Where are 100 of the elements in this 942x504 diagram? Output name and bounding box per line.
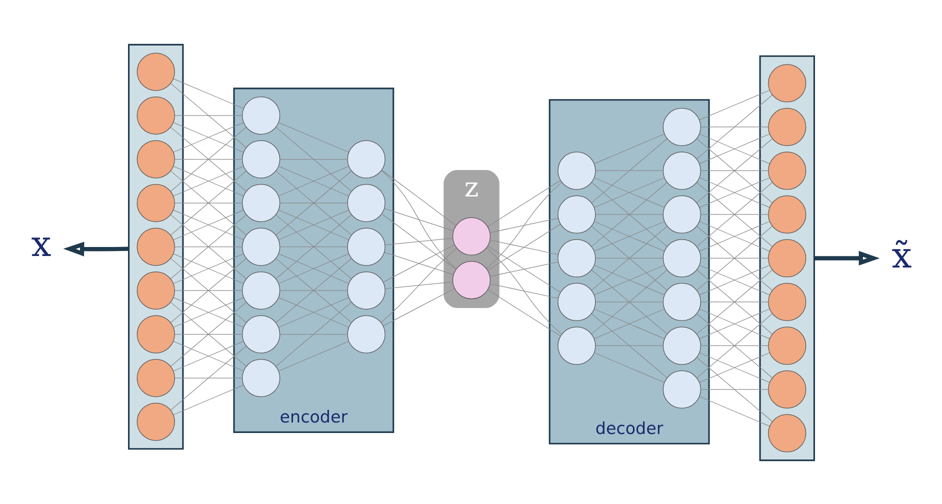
- arrow: [814, 250, 880, 266]
- node-circle: [662, 370, 700, 408]
- connector: [275, 126, 352, 192]
- connector: [698, 133, 770, 164]
- connector: [172, 252, 244, 284]
- connector: [696, 94, 772, 159]
- connector: [278, 296, 349, 328]
- node-circle: [662, 107, 700, 146]
- connector: [275, 170, 352, 235]
- connector: [172, 384, 244, 415]
- node-circle: [136, 96, 174, 134]
- node-circle: [242, 314, 280, 353]
- node-circle: [768, 238, 806, 277]
- connector: [489, 261, 558, 276]
- node-circle: [662, 326, 700, 364]
- connector: [170, 345, 246, 410]
- node-circle: [136, 183, 174, 222]
- connector: [594, 133, 664, 164]
- connector: [172, 340, 244, 371]
- connector: [278, 252, 349, 284]
- connector: [594, 170, 663, 171]
- node-circle: [768, 326, 806, 364]
- connector: [489, 283, 558, 298]
- connector: [590, 312, 667, 378]
- connector: [275, 258, 352, 322]
- connector: [594, 257, 663, 258]
- node-circle: [662, 194, 700, 234]
- connector: [384, 251, 454, 274]
- connector: [170, 82, 246, 148]
- node-circle: [136, 314, 174, 353]
- connector: [174, 377, 242, 378]
- connector: [278, 209, 349, 240]
- connector: [278, 165, 349, 196]
- node-circle: [768, 64, 806, 102]
- node-circle: [242, 183, 280, 222]
- connector: [594, 264, 664, 295]
- connector: [700, 257, 768, 258]
- node-circle: [768, 414, 806, 452]
- connector: [489, 239, 558, 254]
- connector: [698, 352, 770, 382]
- connector: [700, 344, 768, 346]
- connector: [486, 288, 560, 336]
- connector: [696, 269, 772, 334]
- node-circle: [136, 140, 174, 178]
- node-circle: [242, 140, 280, 178]
- node-circle: [346, 227, 385, 266]
- node-circle: [242, 358, 280, 397]
- connector: [594, 220, 664, 252]
- connector: [700, 301, 768, 302]
- node-circle: [136, 402, 174, 440]
- connector: [486, 180, 560, 226]
- connector: [172, 165, 244, 196]
- cluster: [758, 54, 814, 461]
- cluster: encoder: [232, 87, 394, 432]
- connector: [590, 269, 667, 334]
- connector: [174, 333, 242, 334]
- node-circle: [346, 270, 385, 310]
- connector: [594, 308, 664, 339]
- node-circle: [136, 270, 174, 310]
- connector: [594, 344, 663, 346]
- node-text: x̃: [891, 234, 912, 276]
- connector: [698, 308, 770, 339]
- connector: [700, 388, 768, 390]
- connector: [696, 356, 772, 422]
- connector: [380, 247, 457, 322]
- connector: [279, 333, 348, 334]
- connector: [382, 244, 454, 282]
- connector: [486, 181, 562, 268]
- node-circle: [346, 183, 385, 222]
- connector: [594, 301, 663, 302]
- connector: [698, 220, 770, 252]
- connector: [381, 213, 456, 270]
- node-circle: [557, 194, 596, 234]
- node-circle: [136, 52, 174, 90]
- node-circle: [452, 216, 490, 255]
- connector: [698, 89, 770, 120]
- node-circle: [768, 282, 806, 321]
- connector: [174, 246, 242, 247]
- connector: [384, 237, 453, 245]
- node-circle: [136, 227, 174, 266]
- connector: [700, 170, 768, 171]
- connector: [590, 138, 667, 202]
- node-circle: [768, 151, 806, 190]
- connector: [696, 182, 772, 246]
- node-circle: [768, 194, 806, 234]
- connector: [275, 301, 352, 366]
- node-circle: [768, 107, 806, 146]
- connector: [486, 223, 560, 270]
- cluster: [128, 43, 184, 450]
- node-circle: [346, 314, 385, 353]
- node-circle: [557, 238, 596, 277]
- connector: [172, 209, 244, 240]
- node-circle: [557, 282, 596, 321]
- cluster: decoder: [548, 98, 710, 444]
- node-circle: [557, 326, 596, 364]
- connector: [382, 288, 454, 326]
- connector: [172, 296, 244, 328]
- connector: [486, 247, 562, 334]
- connector: [384, 281, 453, 289]
- connector: [174, 114, 242, 116]
